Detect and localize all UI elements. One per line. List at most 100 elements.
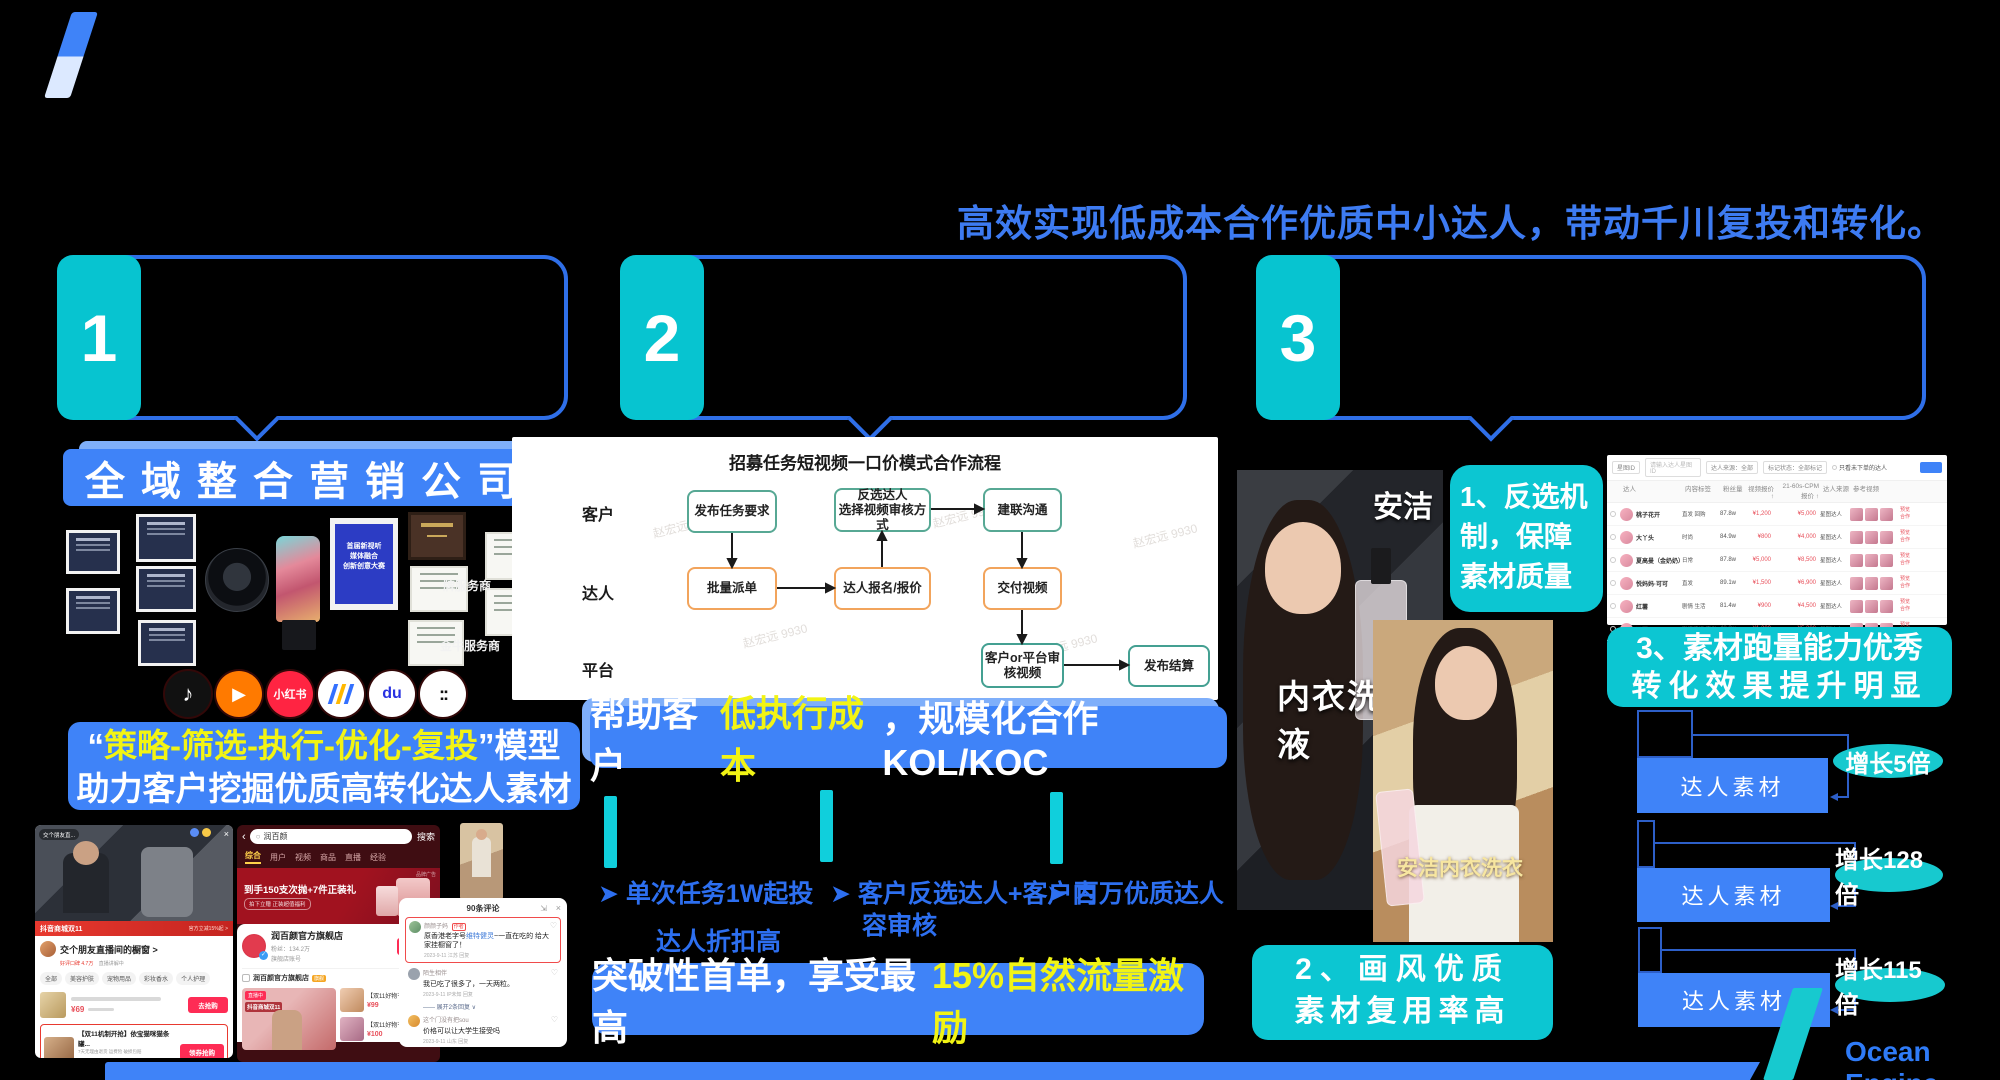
video-thumb[interactable] bbox=[1880, 576, 1893, 590]
product-card[interactable]: 【双11好物节】润... ¥100 bbox=[340, 1017, 435, 1041]
preview-link[interactable]: 预览 bbox=[1900, 599, 1911, 605]
product-card-highlight[interactable]: 【双11机制开抢】依宝猫咪猫条罐... 7天无理由退货 运费险 破损包赔 ¥59… bbox=[40, 1024, 228, 1058]
tab-selected[interactable]: 综合 bbox=[245, 850, 261, 864]
video-thumb[interactable] bbox=[1850, 576, 1863, 590]
note-reuse-rate: 2、画风优质 素材复用率高 bbox=[1252, 945, 1553, 1040]
cooperate-link[interactable]: 合作 bbox=[1900, 606, 1911, 612]
coupon-buy-button[interactable]: 领券抢购 bbox=[180, 1043, 224, 1058]
comments-header: 90条评论 ⇲ × bbox=[405, 902, 561, 914]
tab[interactable]: 商品 bbox=[320, 852, 336, 862]
row-checkbox[interactable] bbox=[1610, 580, 1616, 586]
live-card[interactable]: 直播中 抖音商城双11 bbox=[242, 988, 336, 1050]
comment-item-highlight[interactable]: 颜颜子妈 作者 原香港老字号维特健灵~一直在吃的 给大家挂橱窗了！ 2023-9… bbox=[405, 917, 561, 963]
video-thumb[interactable] bbox=[1865, 530, 1878, 544]
video-thumb[interactable] bbox=[1880, 530, 1893, 544]
trophy bbox=[276, 536, 320, 622]
price: ¥99 bbox=[367, 1002, 379, 1009]
comment-text: 价格可以让大学生接受吗 bbox=[423, 1028, 500, 1035]
preview-link[interactable]: 预览 bbox=[1900, 622, 1911, 628]
talent-tags: 剧情 生活 bbox=[1682, 604, 1706, 610]
filter-id[interactable]: 星图ID bbox=[1612, 461, 1641, 474]
banner-left: 抖音商城双11 bbox=[40, 925, 83, 933]
cooperate-link[interactable]: 合作 bbox=[1900, 514, 1911, 520]
table-row[interactable]: 悦妈妈·可可 直发 89.1w ¥1,500 ¥6,900 星图达人 预览合作 bbox=[1607, 572, 1947, 595]
video-thumb[interactable] bbox=[1850, 553, 1863, 567]
preview-link[interactable]: 预览 bbox=[1900, 553, 1911, 559]
category-chip[interactable]: 宠物用品 bbox=[102, 972, 137, 985]
cooperate-link[interactable]: 合作 bbox=[1900, 583, 1911, 589]
preview-link[interactable]: 预览 bbox=[1900, 576, 1911, 582]
product-card[interactable]: 【双11好物节】润... ¥99 bbox=[340, 988, 435, 1012]
filter-input[interactable]: 请输入达人星图ID bbox=[1645, 458, 1702, 477]
close-icon[interactable]: × bbox=[223, 829, 229, 839]
bubble-tail bbox=[234, 396, 280, 442]
video-thumb[interactable] bbox=[1850, 530, 1863, 544]
video-thumb[interactable] bbox=[1865, 576, 1878, 590]
video-thumb[interactable] bbox=[1880, 599, 1893, 613]
kuaishou-icon: ▶ bbox=[216, 671, 262, 717]
row-checkbox[interactable] bbox=[1610, 511, 1616, 517]
category-chip[interactable]: 彩妆香水 bbox=[139, 972, 174, 985]
product-thumb bbox=[340, 1017, 364, 1041]
cert-text: 首届新视听 bbox=[346, 543, 382, 550]
category-chip[interactable]: 全部 bbox=[40, 972, 63, 985]
video-thumb[interactable] bbox=[1880, 553, 1893, 567]
search-input[interactable]: ○润百颜 bbox=[249, 829, 412, 844]
video-thumb[interactable] bbox=[1865, 507, 1878, 521]
flow-box-publish-settle: 发布结算 bbox=[1128, 645, 1210, 687]
brand-ad-banner[interactable]: 品牌广告 到手150支次抛+7件正装礼 拍下立赠 正装超值福利 bbox=[237, 868, 440, 924]
row-checkbox[interactable] bbox=[1610, 603, 1616, 609]
shop-title[interactable]: 交个朋友直播间的橱窗 > bbox=[60, 944, 158, 955]
buy-button[interactable]: 去抢购 bbox=[188, 997, 228, 1013]
ad-tag: 品牌广告 bbox=[415, 872, 436, 878]
comment-item[interactable]: 这个门没有把sou 价格可以让大学生接受吗 2023-9-11 山东 回复 ♡ bbox=[405, 1015, 561, 1045]
product-info: 【双11机制开抢】依宝猫咪猫条罐... 7天无理由退货 运费险 破损包赔 ¥59… bbox=[74, 1028, 180, 1058]
comment-item[interactable]: 陌生相伴 我已吃了很多了，一天两粒。 2023-9-11 IP未知 回复 ♡ bbox=[405, 968, 561, 998]
filter-source[interactable]: 达人来源：全部 bbox=[1706, 461, 1759, 474]
like-icon[interactable]: ♡ bbox=[549, 921, 557, 930]
white-top bbox=[1409, 805, 1519, 942]
preview-link[interactable]: 预览 bbox=[1900, 530, 1911, 536]
product-list: 【双11好物节】润... ¥99 【双11好物节】润... ¥100 bbox=[340, 988, 435, 1050]
table-row[interactable]: 夏高曼（金奶奶） 日常 87.8w ¥5,000 ¥8,500 星图达人 预览合… bbox=[1607, 549, 1947, 572]
shop-fans: 粉丝：134.2万 bbox=[271, 947, 311, 953]
like-icon[interactable]: ♡ bbox=[550, 1015, 558, 1024]
partner-label: 金牛服务商 bbox=[440, 639, 501, 653]
video-thumb[interactable] bbox=[1850, 599, 1863, 613]
talent-name: 大丫头 bbox=[1636, 535, 1655, 542]
tab[interactable]: 用户 bbox=[270, 852, 286, 862]
table-row[interactable]: 大丫头 时尚 84.9w ¥800 ¥4,000 星图达人 预览合作 bbox=[1607, 526, 1947, 549]
search-button[interactable]: 搜索 bbox=[416, 832, 435, 842]
tab[interactable]: 直播 bbox=[345, 852, 361, 862]
comment-link[interactable]: 维特健灵 bbox=[466, 933, 494, 940]
cooperate-link[interactable]: 合作 bbox=[1900, 560, 1911, 566]
preview-link[interactable]: 预览 bbox=[1900, 507, 1911, 513]
video-thumb[interactable] bbox=[1850, 507, 1863, 521]
table-row[interactable]: 桃子花开 直发 回购 87.8w ¥1,200 ¥5,000 星图达人 预览合作 bbox=[1607, 503, 1947, 526]
filter-status[interactable]: 标记状态：全部标记 bbox=[1763, 461, 1828, 474]
cooperate-link[interactable]: 合作 bbox=[1900, 537, 1911, 543]
banner-link[interactable]: 官方立减15%起 > bbox=[188, 926, 228, 932]
tab[interactable]: 视频 bbox=[295, 852, 311, 862]
video-thumb[interactable] bbox=[1865, 553, 1878, 567]
row-checkbox[interactable] bbox=[1610, 534, 1616, 540]
category-chip[interactable]: 美容护肤 bbox=[65, 972, 100, 985]
cpm-price: ¥4,000 bbox=[1797, 534, 1816, 540]
video-thumb[interactable] bbox=[1880, 507, 1893, 521]
like-icon[interactable]: ♡ bbox=[550, 968, 558, 977]
video-thumb[interactable] bbox=[1865, 599, 1878, 613]
filter-checkbox[interactable]: 只看未下单的达人 bbox=[1832, 463, 1887, 472]
expand-icon[interactable]: ⇲ bbox=[540, 903, 547, 913]
live-room-badge[interactable]: 交个朋友直... bbox=[39, 829, 80, 840]
expand-replies[interactable]: —— 展开2条回复 ∨ bbox=[423, 1005, 477, 1011]
back-icon[interactable]: ‹ bbox=[242, 830, 246, 843]
query-button[interactable] bbox=[1920, 462, 1942, 473]
close-icon[interactable]: × bbox=[555, 903, 561, 913]
row-checkbox[interactable] bbox=[1610, 557, 1616, 563]
bullet-1: ➤ 单次任务1W起投 bbox=[598, 880, 814, 908]
product-row: ¥69 去抢购 bbox=[40, 992, 228, 1018]
category-chip[interactable]: 个人护理 bbox=[176, 972, 211, 985]
tab[interactable]: 经验 bbox=[370, 852, 386, 862]
table-row[interactable]: 红薯 剧情 生活 81.4w ¥900 ¥4,500 星图达人 预览合作 bbox=[1607, 595, 1947, 618]
